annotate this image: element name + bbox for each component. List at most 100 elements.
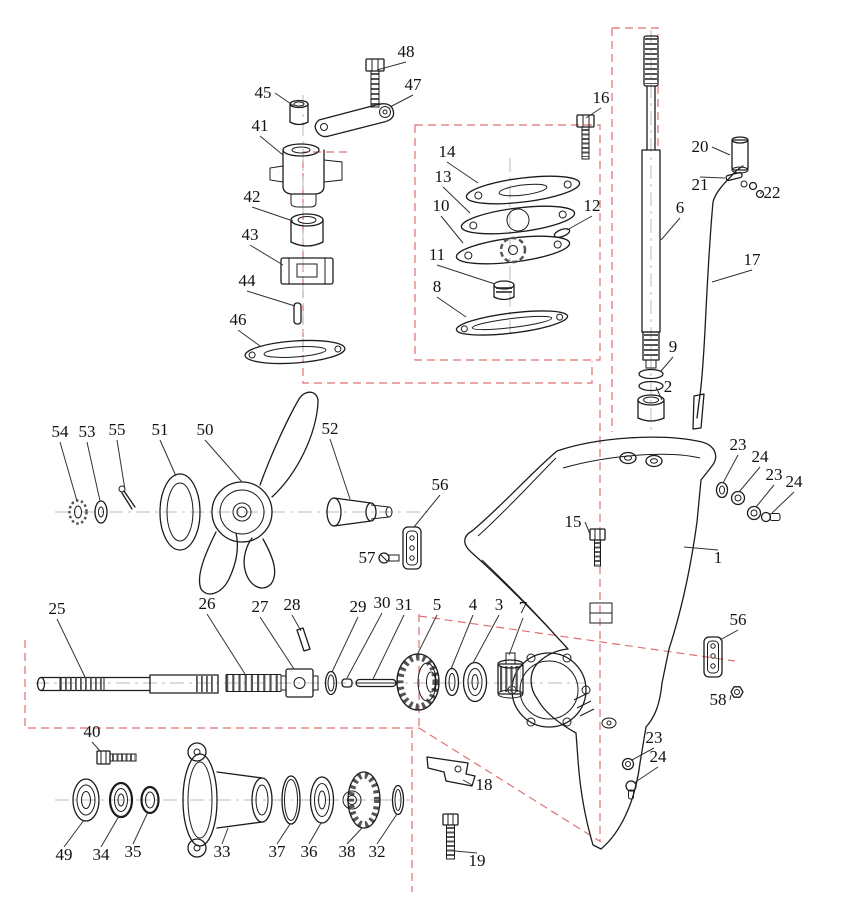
part-21-clip — [725, 171, 748, 188]
part-number-21: 21 — [692, 175, 709, 194]
callout-12: 12 — [566, 196, 601, 231]
part-24-ring-a — [730, 490, 746, 506]
part-number-43: 43 — [242, 225, 259, 244]
part-number-25: 25 — [49, 599, 66, 618]
callout-16: 16 — [585, 88, 610, 119]
propeller-group — [68, 391, 393, 595]
part-number-29: 29 — [350, 597, 367, 616]
callout-43: 43 — [242, 225, 284, 266]
callout-26: 26 — [199, 594, 246, 675]
callout-47: 47 — [389, 75, 423, 108]
part-40-bolt — [96, 750, 137, 765]
callout-56: 56 — [719, 610, 747, 641]
part-number-1: 1 — [714, 548, 723, 567]
part-number-15: 15 — [565, 512, 582, 531]
part-number-28: 28 — [284, 595, 301, 614]
drive-shaft-group — [637, 35, 665, 422]
part-3-bearing — [462, 661, 488, 703]
callout-19: 19 — [454, 850, 486, 870]
part-number-30: 30 — [374, 593, 391, 612]
part-18-bracket — [426, 756, 476, 787]
callout-56: 56 — [413, 475, 449, 528]
part-number-13: 13 — [435, 167, 452, 186]
part-6-drive-shaft — [641, 35, 661, 369]
shift-rod-group — [692, 136, 765, 430]
part-58-nut — [730, 686, 744, 698]
part-number-3: 3 — [495, 595, 504, 614]
callout-6: 6 — [660, 198, 684, 241]
part-number-35: 35 — [125, 842, 142, 861]
prop-shaft-group — [36, 627, 524, 711]
part-number-31: 31 — [396, 595, 413, 614]
part-number-4: 4 — [469, 595, 478, 614]
part-15-bolt — [589, 528, 606, 567]
callout-4: 4 — [450, 595, 478, 670]
part-24-plug-c — [625, 780, 637, 800]
part-37-o-ring — [281, 775, 301, 825]
part-number-54: 54 — [52, 422, 70, 441]
callout-21: 21 — [692, 175, 726, 194]
part-7-pinion — [497, 652, 524, 699]
part-38-gear — [342, 771, 381, 829]
water-pump-group — [244, 58, 395, 365]
callout-31: 31 — [372, 595, 413, 680]
part-number-12: 12 — [584, 196, 601, 215]
part-number-47: 47 — [405, 75, 423, 94]
part-number-38: 38 — [339, 842, 356, 861]
callout-11: 11 — [429, 245, 496, 285]
part-number-55: 55 — [109, 420, 126, 439]
callout-5: 5 — [416, 595, 441, 656]
part-25-prop-shaft — [36, 674, 219, 694]
callout-17: 17 — [711, 250, 761, 283]
part-number-16: 16 — [593, 88, 610, 107]
callout-35: 35 — [125, 811, 149, 861]
pump-plate-stack — [455, 114, 595, 336]
callout-40: 40 — [84, 722, 102, 753]
part-45-bushing — [289, 99, 309, 126]
callout-7: 7 — [508, 598, 528, 656]
callout-50: 50 — [197, 420, 243, 483]
part-number-20: 20 — [692, 137, 709, 156]
callout-42: 42 — [244, 187, 294, 222]
part-28-pin — [296, 627, 311, 652]
part-52-spacer — [326, 497, 393, 527]
callout-46: 46 — [230, 310, 261, 347]
part-number-10: 10 — [433, 196, 450, 215]
part-number-23: 23 — [766, 465, 783, 484]
part-number-11: 11 — [429, 245, 445, 264]
part-55-cotter-pin — [118, 485, 136, 510]
callout-27: 27 — [252, 597, 295, 670]
callout-29: 29 — [331, 597, 367, 673]
part-number-53: 53 — [79, 422, 96, 441]
callout-8: 8 — [433, 277, 467, 318]
part-number-56: 56 — [432, 475, 449, 494]
part-22-rings — [748, 181, 765, 199]
part-12-key — [553, 228, 571, 238]
callout-23: 23 — [631, 728, 663, 761]
callout-28: 28 — [284, 595, 302, 632]
part-31-cross-pin — [355, 678, 397, 688]
callout-22: 22 — [760, 183, 781, 202]
part-11-bushing — [493, 280, 515, 301]
part-number-41: 41 — [252, 116, 269, 135]
part-number-45: 45 — [255, 83, 272, 102]
part-4-washer — [444, 667, 460, 697]
part-26-spring — [225, 674, 282, 692]
part-46-gasket — [244, 339, 346, 365]
callout-3: 3 — [472, 595, 504, 664]
part-43-plate — [280, 257, 334, 285]
part-number-24: 24 — [752, 447, 770, 466]
part-42-cup — [290, 213, 324, 247]
part-number-8: 8 — [433, 277, 442, 296]
callout-20: 20 — [692, 137, 731, 156]
part-number-56: 56 — [730, 610, 747, 629]
part-27-clutch-dog — [280, 668, 319, 698]
part-32-snap-ring — [391, 784, 405, 816]
part-number-44: 44 — [239, 271, 257, 290]
part-9-rings — [638, 368, 664, 392]
part-number-22: 22 — [764, 183, 781, 202]
callout-57: 57 — [359, 548, 381, 567]
callout-38: 38 — [339, 827, 363, 861]
